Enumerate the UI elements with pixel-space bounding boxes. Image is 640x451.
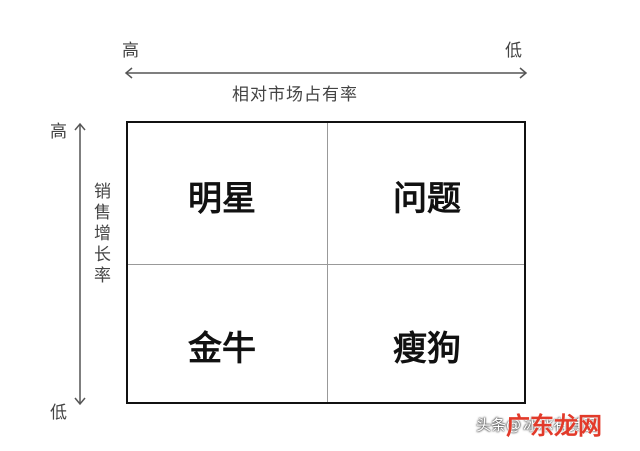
quadrant-star: 明星	[188, 179, 256, 219]
x-axis-title: 相对市场占有率	[232, 85, 358, 105]
quadrant-dog: 瘦狗	[393, 329, 461, 369]
y-axis-high-label: 高	[50, 122, 67, 142]
x-axis-arrow	[124, 67, 528, 79]
quadrant-question: 问题	[393, 179, 461, 219]
watermark-prefix: 头条	[476, 416, 507, 434]
quadrant-cash-cow: 金牛	[188, 329, 256, 369]
y-axis-title: 销售增长率	[90, 182, 110, 287]
watermark-at: @	[506, 416, 522, 434]
bcg-matrix: 明星 问题 金牛 瘦狗	[126, 121, 526, 404]
vertical-divider	[327, 123, 328, 402]
watermark-brand: 广东龙网	[506, 412, 602, 440]
watermark-suffix: 冰冰有其团	[523, 416, 599, 434]
x-axis-high-label: 高	[122, 41, 139, 61]
watermark: 头条@广东龙网冰冰有其团	[476, 412, 602, 440]
x-axis-low-label: 低	[505, 41, 522, 61]
horizontal-divider	[128, 264, 524, 265]
y-axis-low-label: 低	[50, 403, 67, 423]
y-axis-arrow	[74, 122, 86, 406]
